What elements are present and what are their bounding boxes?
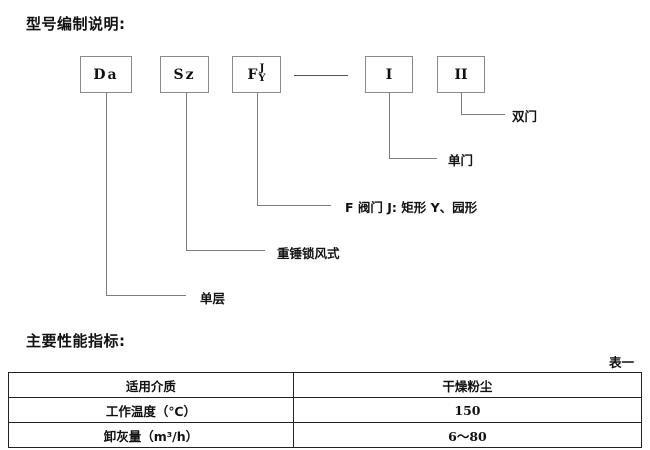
page-title-model-designation: 型号编制说明:	[26, 15, 126, 33]
code-box-sz: Sz	[160, 56, 209, 93]
leader-label-double-door: 双门	[512, 109, 538, 124]
page-title-performance-specs: 主要性能指标:	[26, 332, 126, 350]
connector-dash	[294, 75, 348, 76]
code-box-i: I	[365, 56, 413, 93]
table-cell-label: 适用介质	[8, 372, 294, 398]
leader-line-single-door-horizontal	[389, 158, 437, 159]
leader-line-single-layer-vertical	[106, 93, 107, 296]
code-box-da: Da	[80, 56, 132, 93]
code-box-ii-text: II	[454, 66, 468, 83]
table-cell-value: 干燥粉尘	[292, 372, 643, 398]
code-box-da-text: Da	[93, 66, 119, 83]
table-row: 适用介质 干燥粉尘	[8, 372, 643, 398]
leader-line-valve-vertical	[257, 93, 258, 206]
table-cell-label: 卸灰量（m³/h）	[8, 422, 294, 448]
leader-label-single-door: 单门	[448, 153, 474, 168]
code-box-ii: II	[437, 56, 485, 93]
code-box-f-text: F	[247, 66, 258, 83]
table-row: 卸灰量（m³/h） 6～80	[8, 422, 643, 448]
leader-label-weight-lock: 重锤锁风式	[277, 246, 340, 261]
leader-line-double-door-vertical	[461, 93, 462, 115]
leader-line-double-door-horizontal	[461, 114, 505, 115]
code-box-f: F J Y	[232, 56, 281, 93]
table-row: 工作温度（℃） 150	[8, 397, 643, 423]
table-cell-value: 150	[292, 397, 643, 423]
code-box-f-superscript: J	[259, 63, 265, 74]
leader-line-single-layer-horizontal	[106, 295, 186, 296]
performance-spec-table: 适用介质 干燥粉尘 工作温度（℃） 150 卸灰量（m³/h） 6～80	[8, 372, 643, 448]
leader-label-single-layer: 单层	[200, 291, 226, 306]
table-cell-value: 6～80	[292, 422, 643, 448]
code-box-sz-text: Sz	[173, 66, 196, 83]
code-box-f-fraction: J Y	[258, 64, 265, 83]
code-box-i-text: I	[385, 66, 393, 83]
leader-label-valve: F 阀门 J: 矩形 Y、园形	[345, 200, 478, 215]
leader-line-weight-lock-vertical	[186, 93, 187, 251]
leader-line-single-door-vertical	[389, 93, 390, 159]
table-cell-label: 工作温度（℃）	[8, 397, 294, 423]
leader-line-valve-horizontal	[257, 205, 331, 206]
code-box-f-subscript: Y	[258, 72, 266, 84]
leader-line-weight-lock-horizontal	[186, 250, 265, 251]
table-caption: 表一	[608, 355, 634, 370]
